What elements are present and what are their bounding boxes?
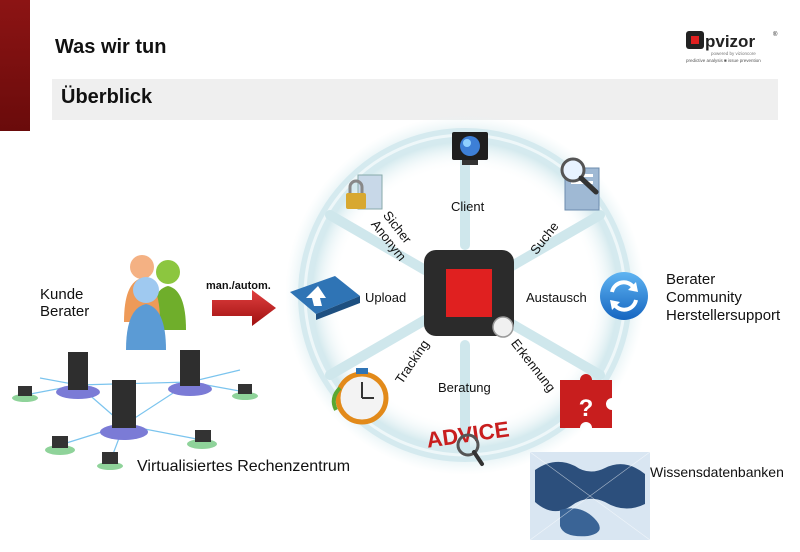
search-documents-icon [560,157,600,211]
laptop-icons [18,384,252,464]
center-logo-icon [424,250,514,338]
svg-text:®: ® [773,31,778,38]
monitor-globe-icon [452,132,488,165]
server-icons [68,350,200,428]
svg-text:powered by vizioncore: powered by vizioncore [711,51,756,56]
subtitle-bar [52,79,778,120]
upload-arrow-icon [212,290,276,326]
label-beratung: Beratung [438,380,491,395]
label-berater-left: Berater [40,303,90,320]
svg-text:pvizor: pvizor [705,32,755,51]
page-subtitle: Überblick [61,86,153,108]
upload-icon [290,276,360,320]
svg-text:?: ? [579,395,594,422]
page-title: Was wir tun [55,36,167,58]
people-icon [124,255,186,350]
accent-bar [0,0,30,131]
label-client: Client [451,199,485,214]
ring-spokes [325,135,605,455]
label-community: Community [666,289,742,306]
secure-file-icon [346,174,383,210]
label-berater-right: Berater [666,271,716,288]
label-wissensdatenbanken: Wissensdatenbanken [650,464,784,480]
label-herstellersupport: Herstellersupport [666,307,781,324]
sync-icon [600,272,648,320]
puzzle-question-icon: ? [560,374,612,428]
label-datacenter: Virtualisiertes Rechenzentrum [137,458,351,475]
label-kunde: Kunde [40,286,84,303]
svg-text:predictive analysis ■ issue pr: predictive analysis ■ issue prevention [686,58,761,63]
arrow-label: man./autom. [206,280,271,292]
stopwatch-icon [331,368,389,425]
opvizor-logo: pvizor ® powered by vizioncore predictiv… [686,31,778,63]
label-upload: Upload [365,290,407,305]
world-puzzle-image [529,451,651,541]
label-austausch: Austausch [526,290,587,305]
